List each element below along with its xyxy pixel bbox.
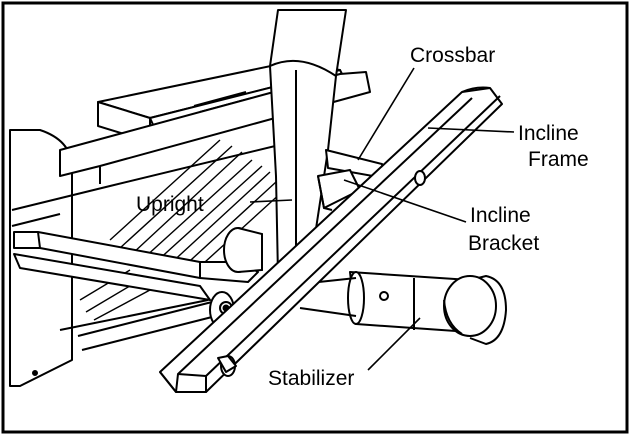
upright-leader <box>249 199 293 203</box>
crossbar-leader <box>357 67 415 161</box>
incline-bracket-leader <box>343 179 467 223</box>
stabilizer-part <box>299 271 507 345</box>
stabilizer-label: Stabilizer <box>268 367 354 390</box>
incline-frame-part <box>159 86 503 393</box>
incline-frame-leader <box>427 127 515 133</box>
incline-bracket-label-line1: Incline <box>470 204 531 227</box>
upright-label: Upright <box>136 193 204 216</box>
pedal-arm <box>13 231 259 351</box>
crossbar-label: Crossbar <box>410 44 495 67</box>
incline-frame-label-line1: Incline <box>518 122 579 145</box>
incline-frame-label-line2: Frame <box>528 148 589 171</box>
leader-lines <box>249 67 515 371</box>
crossbar-part <box>317 149 385 211</box>
stabilizer-leader <box>367 317 421 371</box>
incline-bracket-label-line2: Bracket <box>468 232 539 255</box>
